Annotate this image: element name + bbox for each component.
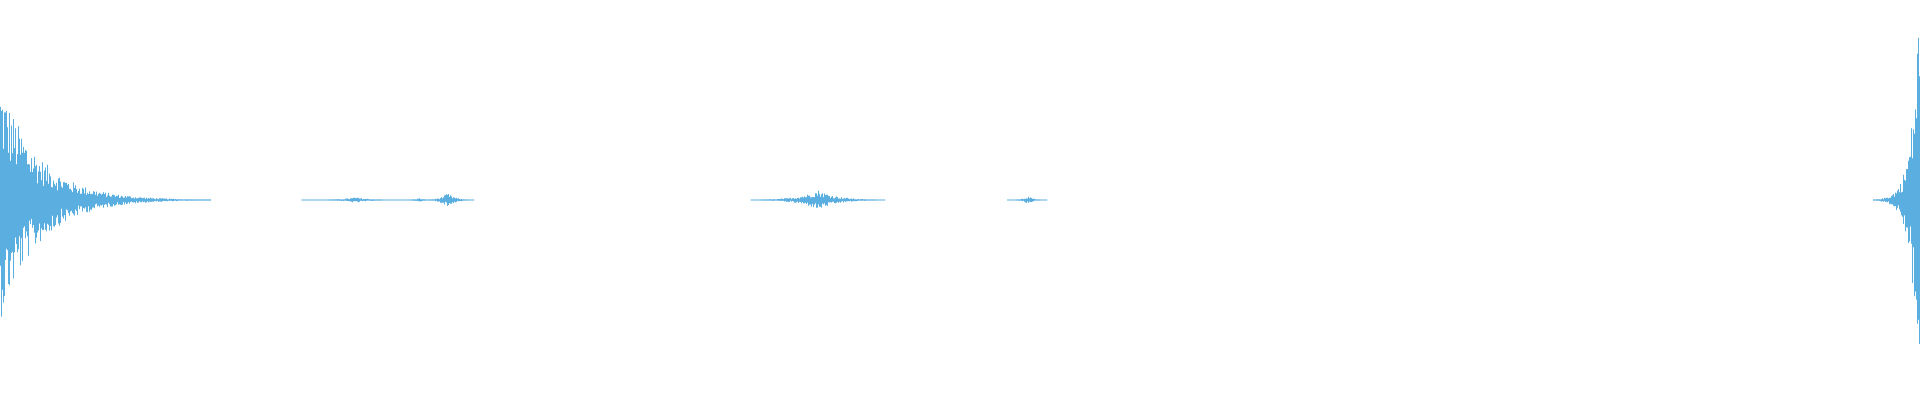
waveform-samples bbox=[0, 37, 1920, 344]
waveform-series bbox=[0, 37, 1920, 344]
